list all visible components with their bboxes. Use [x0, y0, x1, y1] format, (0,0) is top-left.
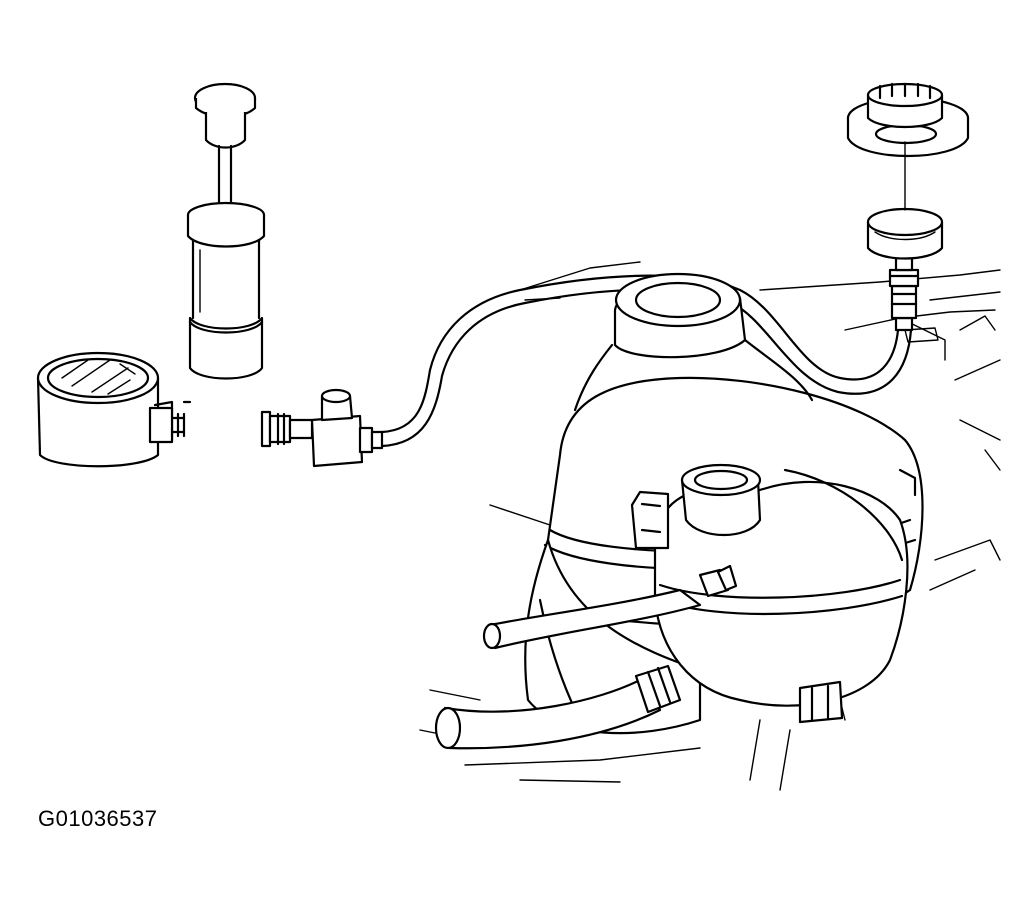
figure-id-label: G01036537: [38, 806, 158, 831]
pressure-gauge-icon: [36, 351, 186, 468]
coolant-reservoir-icon: [524, 272, 924, 735]
chassis-lines: [419, 261, 1001, 791]
overflow-hoses: [434, 564, 738, 750]
cap-adapter-icon: [866, 207, 944, 332]
hand-pump-icon: [182, 82, 266, 404]
pressure-cap-icon: [846, 82, 970, 211]
valve-fitting-icon: [260, 388, 384, 468]
